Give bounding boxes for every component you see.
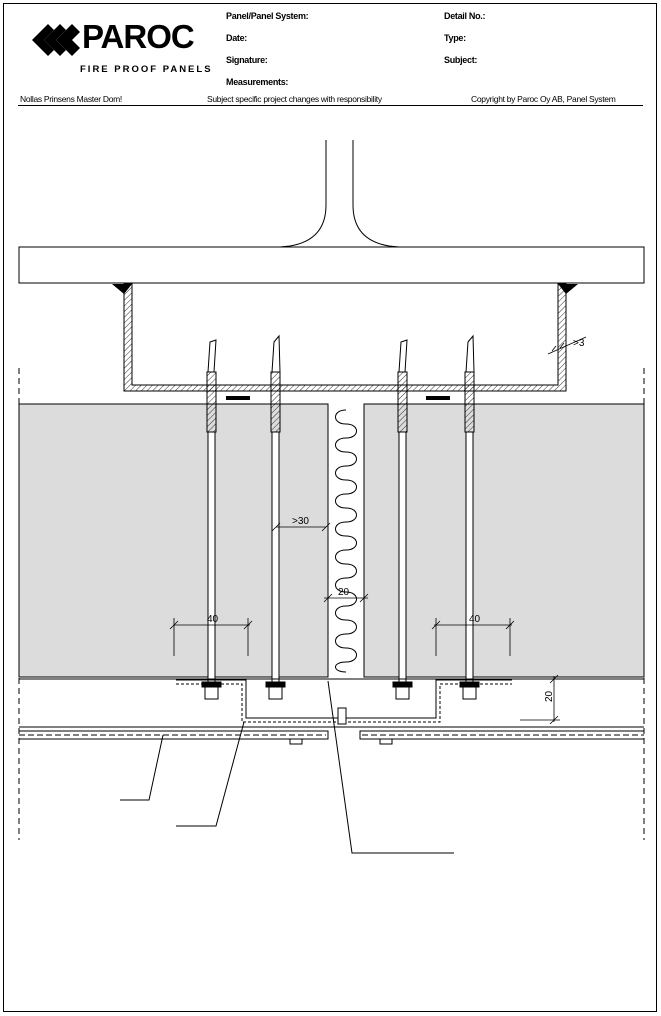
- note-middle: Subject specific project changes with re…: [207, 94, 382, 104]
- page-frame: [3, 3, 657, 1012]
- rivet: [337, 707, 347, 725]
- measurements-label: Measurements:: [226, 77, 289, 87]
- dim-flashing-depth-label: 20: [544, 690, 555, 702]
- steel-column-web: [279, 140, 400, 248]
- dim-joint-gap-label: 20: [338, 587, 350, 598]
- dim-right-edge-label: 40: [469, 614, 481, 625]
- dim-flashing-depth: [520, 674, 560, 725]
- header-rule: [18, 105, 643, 106]
- steel-channel-profile: [112, 283, 578, 392]
- sandwich-panel-left: [18, 403, 329, 678]
- lining-panels: [19, 730, 644, 745]
- subject-label: Subject:: [444, 55, 478, 65]
- signature-label: Signature:: [226, 55, 268, 65]
- dim-right-edge: [431, 618, 515, 656]
- brand-tagline: FIRE PROOF PANELS: [80, 64, 213, 75]
- joint-mineral-wool: [335, 409, 357, 673]
- date-label: Date:: [226, 33, 248, 43]
- dim-left-edge-label: 40: [207, 614, 219, 625]
- gasket-strip-left: [226, 396, 250, 400]
- dim-left-edge: [169, 618, 253, 656]
- self-drilling-screws: [201, 334, 480, 700]
- gasket-strip-right: [426, 396, 450, 400]
- paroc-logo: PAROC FIRE PROOF PANELS: [30, 18, 211, 82]
- note-right: Copyright by Paroc Oy AB, Panel System: [471, 94, 616, 104]
- dim-screw-spacing-label: >30: [292, 516, 309, 527]
- sandwich-panel-right: [363, 403, 645, 678]
- leader-lines: [120, 680, 454, 854]
- steel-beam-flange: [18, 246, 645, 284]
- dim-wall-thickness: [547, 336, 587, 355]
- brand-wordmark: PAROC: [82, 18, 195, 55]
- dim-joint-gap: [323, 593, 369, 603]
- type-label: Type:: [444, 33, 466, 43]
- paroc-diamond-logo-icon: [32, 24, 80, 56]
- note-left: Nollas Prinsens Master Dom!: [20, 94, 122, 104]
- detail-no-label: Detail No.:: [444, 11, 486, 21]
- dim-screw-spacing: [271, 522, 331, 532]
- dim-wall-thickness-label: >3: [573, 338, 585, 349]
- panel-system-label: Panel/Panel System:: [226, 11, 309, 21]
